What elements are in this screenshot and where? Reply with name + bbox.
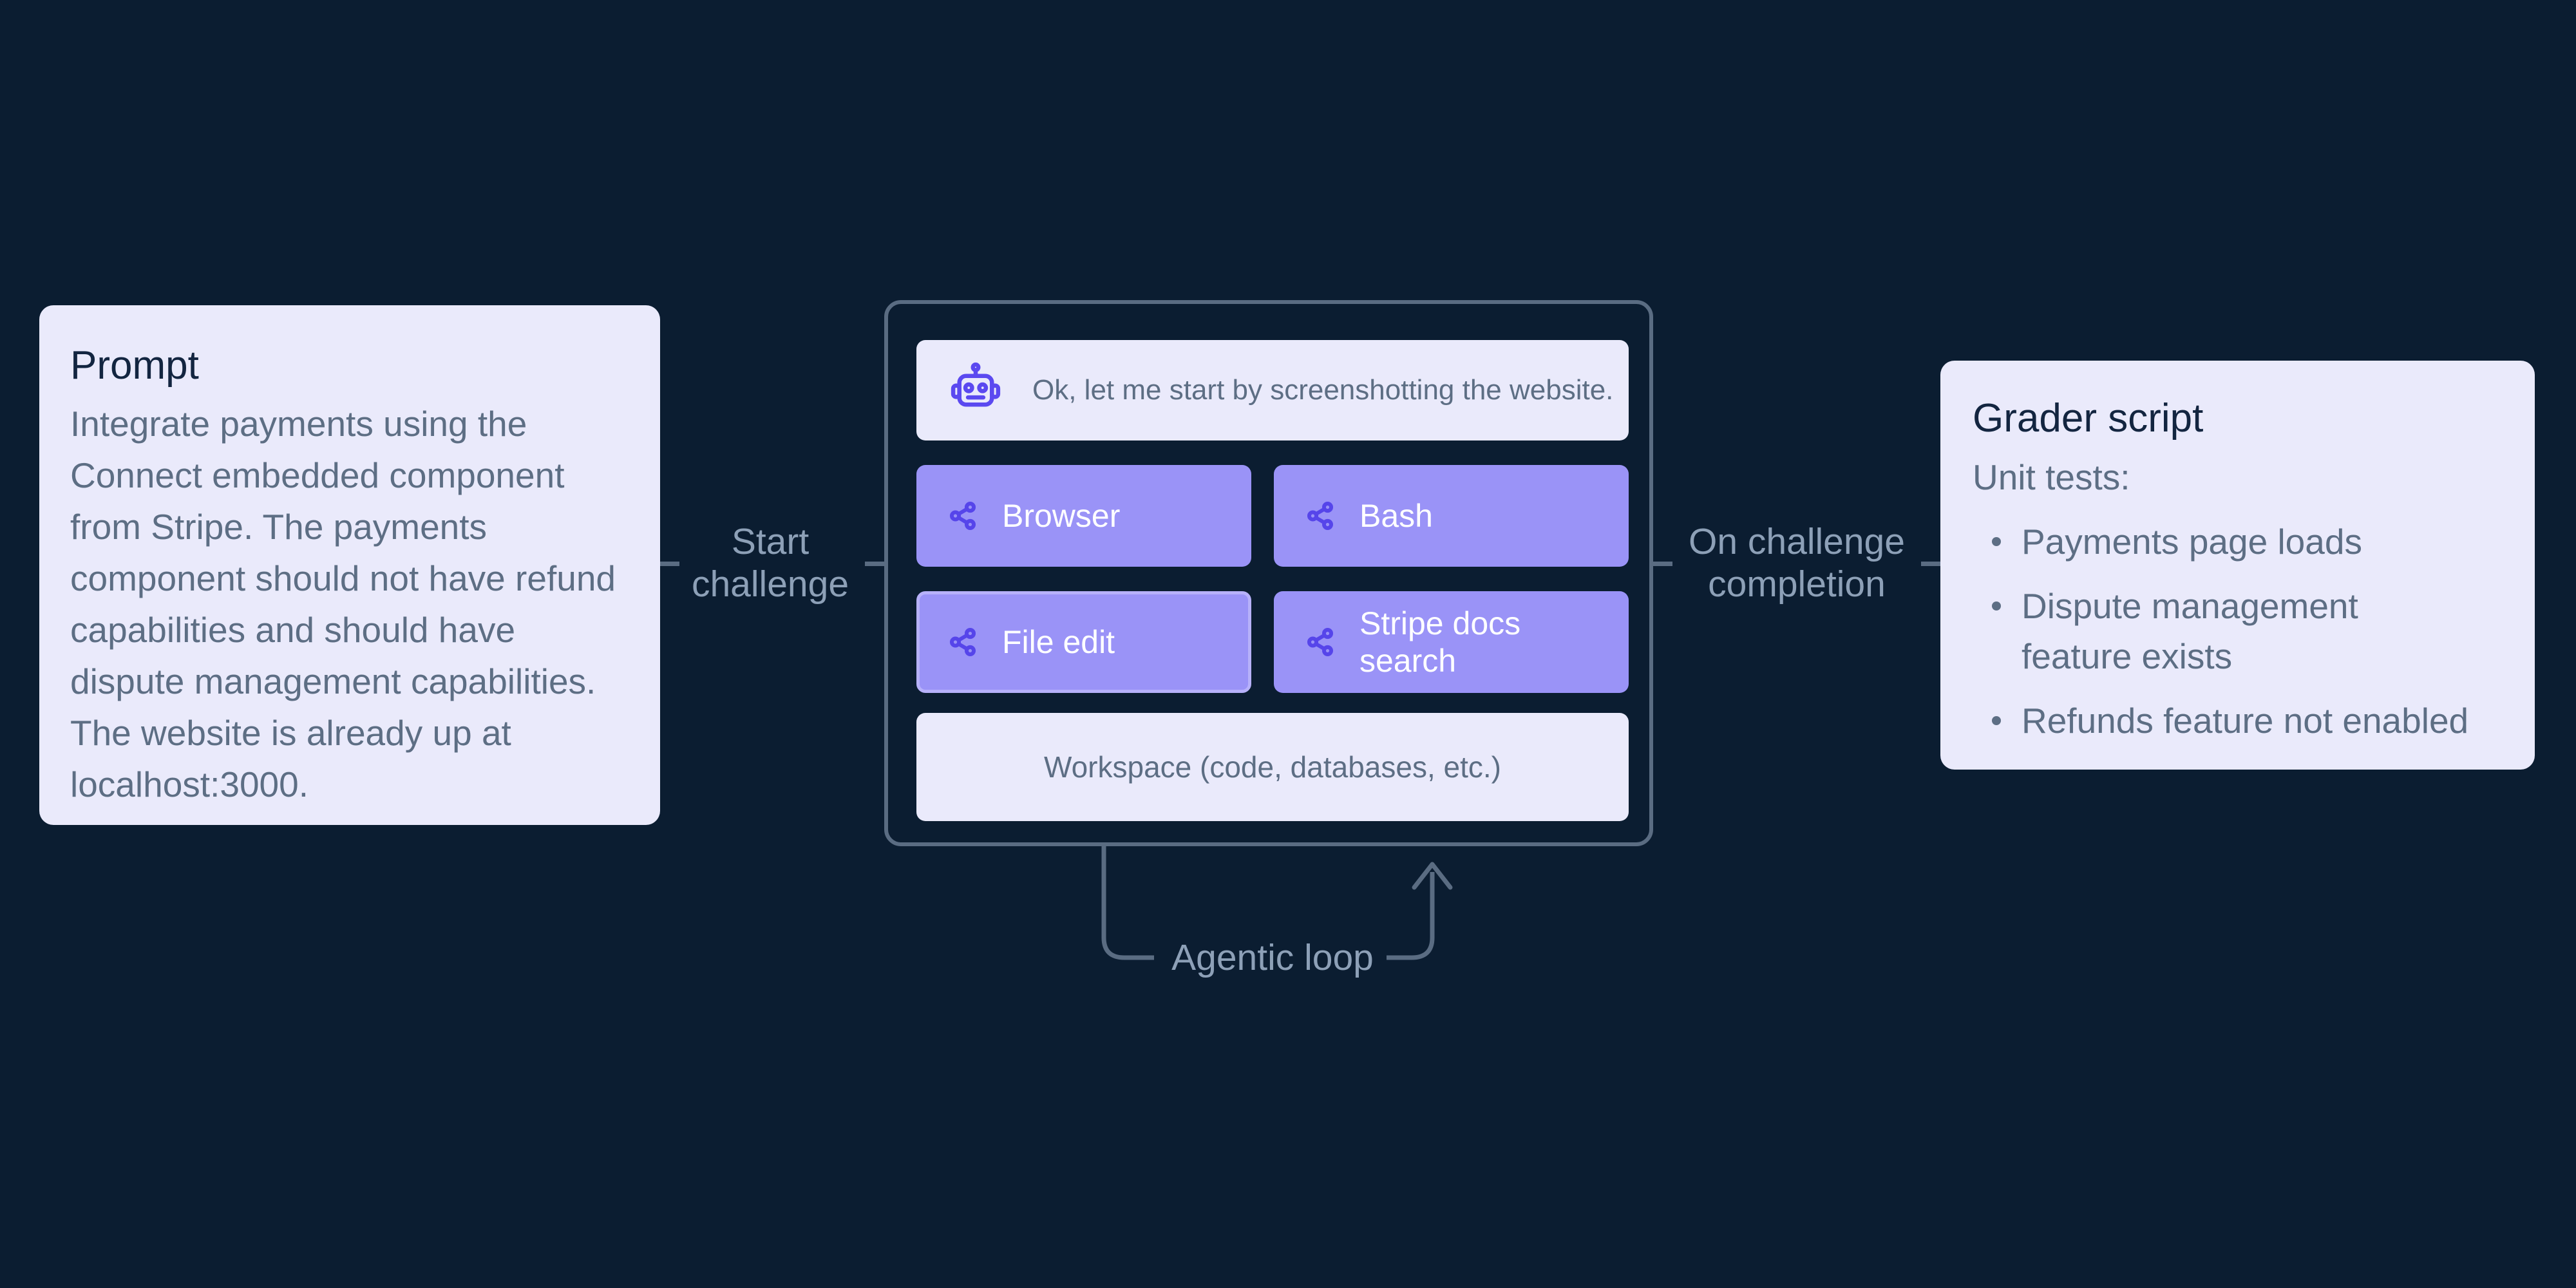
completion-connector-dash-left bbox=[1653, 562, 1672, 566]
completion-connector-dash-right bbox=[1921, 562, 1940, 566]
prompt-card: Prompt Integrate payments using the Conn… bbox=[39, 305, 660, 825]
unit-test-text: Dispute management feature exists bbox=[2022, 586, 2358, 676]
completion-label: On challenge completion bbox=[1689, 521, 1905, 605]
agentic-loop-label: Agentic loop bbox=[1171, 937, 1374, 978]
arrow-up-icon bbox=[1412, 862, 1453, 890]
start-connector-dash-left bbox=[660, 562, 679, 566]
bullet-dot bbox=[1992, 537, 2001, 546]
grader-card: Grader script Unit tests: Payments page … bbox=[1940, 361, 2535, 770]
tool-button-bash[interactable]: Bash bbox=[1274, 465, 1629, 567]
prompt-card-body: Integrate payments using the Connect emb… bbox=[70, 404, 616, 804]
workspace-label: Workspace (code, databases, etc.) bbox=[1044, 750, 1501, 784]
share-network-icon bbox=[949, 502, 976, 530]
tool-button-file-edit[interactable]: File edit bbox=[916, 591, 1251, 693]
tool-button-stripe-docs-search[interactable]: Stripe docs search bbox=[1274, 591, 1629, 693]
loop-line-right bbox=[1387, 872, 1435, 960]
grader-card-title: Grader script bbox=[1973, 396, 2204, 440]
unit-test-text: Payments page loads bbox=[2022, 522, 2362, 562]
loop-line-left bbox=[1101, 846, 1154, 960]
agent-message-card: Ok, let me start by screenshotting the w… bbox=[916, 340, 1629, 440]
tool-button-label: Stripe docs search bbox=[1359, 605, 1521, 679]
unit-test-list: Payments page loads Dispute management f… bbox=[1973, 516, 2503, 746]
unit-test-item: Dispute management feature exists bbox=[1973, 581, 2503, 681]
bullet-dot bbox=[1992, 716, 2001, 725]
grader-card-subtitle: Unit tests: bbox=[1973, 457, 2130, 497]
unit-test-text: Refunds feature not enabled bbox=[2022, 701, 2469, 741]
share-network-icon bbox=[1307, 628, 1334, 656]
tool-button-label: Bash bbox=[1359, 498, 1433, 534]
workspace-card: Workspace (code, databases, etc.) bbox=[916, 713, 1629, 821]
start-challenge-label: Start challenge bbox=[691, 521, 849, 605]
share-network-icon bbox=[1307, 502, 1334, 530]
prompt-card-title: Prompt bbox=[70, 343, 199, 388]
unit-test-item: Refunds feature not enabled bbox=[1973, 696, 2503, 746]
agent-message-text: Ok, let me start by screenshotting the w… bbox=[1032, 374, 1614, 406]
bot-icon bbox=[951, 362, 1001, 407]
unit-test-item: Payments page loads bbox=[1973, 516, 2503, 567]
start-connector-dash-right bbox=[865, 562, 884, 566]
bullet-dot bbox=[1992, 601, 2001, 611]
tool-button-label: Browser bbox=[1002, 498, 1121, 534]
agent-loop-box: Ok, let me start by screenshotting the w… bbox=[884, 300, 1653, 846]
tool-button-label: File edit bbox=[1002, 624, 1115, 660]
share-network-icon bbox=[949, 628, 976, 656]
tool-button-browser[interactable]: Browser bbox=[916, 465, 1251, 567]
